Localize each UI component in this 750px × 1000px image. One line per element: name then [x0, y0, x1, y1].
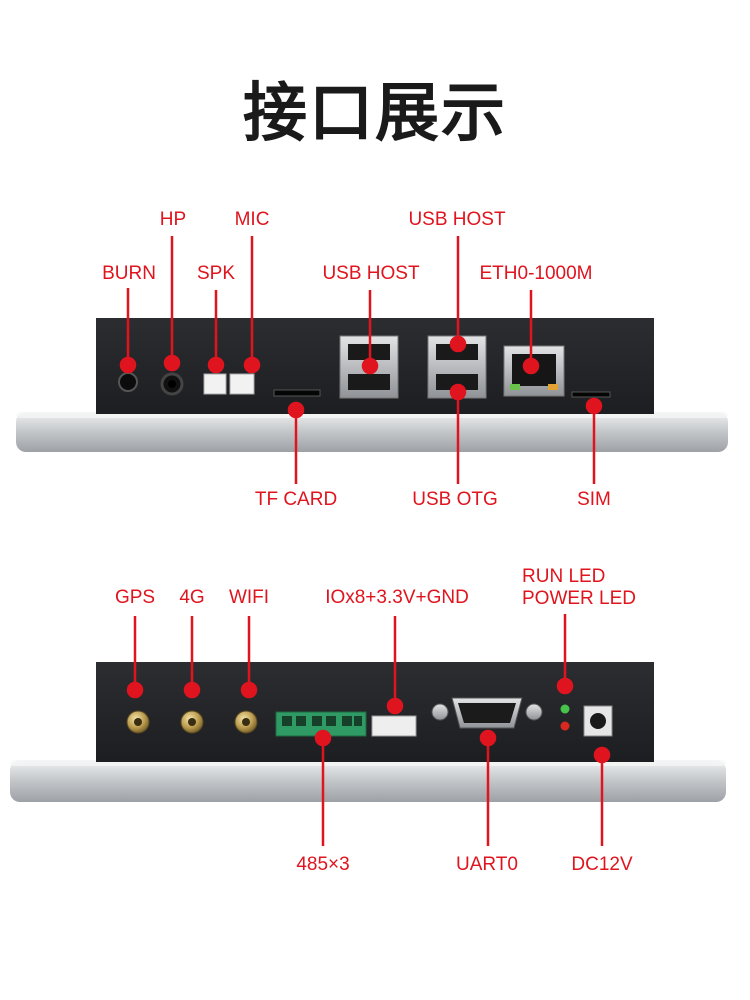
- label-wifi: WIFI: [228, 587, 270, 608]
- label-uart: UART0: [456, 854, 518, 875]
- gps-antenna-connector: [126, 710, 150, 734]
- label-gps: GPS: [114, 587, 156, 608]
- wifi-antenna-connector: [234, 710, 258, 734]
- label-run-led: RUN LED: [522, 566, 606, 587]
- top-device-image: [16, 318, 728, 452]
- aluminum-frame: [10, 760, 726, 802]
- label-4g: 4G: [179, 587, 205, 608]
- label-usb-otg: USB OTG: [412, 489, 498, 510]
- burn-button: [118, 372, 138, 392]
- rs485-terminal-blocks: [275, 711, 367, 737]
- label-spk: SPK: [196, 263, 236, 284]
- label-mic: MIC: [234, 209, 270, 230]
- speaker-connector: [203, 373, 227, 395]
- label-dc: DC12V: [571, 854, 633, 875]
- aluminum-frame: [16, 412, 728, 452]
- label-usb-host-right: USB HOST: [408, 209, 506, 230]
- label-485: 485×3: [296, 854, 350, 875]
- label-power-led: POWER LED: [522, 588, 637, 609]
- sim-slot: [571, 391, 611, 398]
- io-connector: [371, 715, 417, 737]
- page-title: 接口展示: [243, 77, 507, 151]
- mic-connector: [229, 373, 255, 395]
- 4g-antenna-connector: [180, 710, 204, 734]
- tf-card-slot: [273, 389, 321, 397]
- label-eth: ETH0-1000M: [479, 263, 593, 284]
- label-sim: SIM: [577, 489, 611, 510]
- label-hp: HP: [159, 209, 187, 230]
- rear-panel: [96, 662, 654, 762]
- label-usb-host-left: USB HOST: [322, 263, 420, 284]
- label-tf-card: TF CARD: [254, 489, 338, 510]
- label-io: IOx8+3.3V+GND: [325, 587, 469, 608]
- bottom-device-image: [10, 662, 726, 802]
- run-led: [560, 704, 570, 714]
- power-led: [560, 721, 570, 731]
- label-burn: BURN: [102, 263, 156, 284]
- uart-db9-connector: [431, 697, 543, 729]
